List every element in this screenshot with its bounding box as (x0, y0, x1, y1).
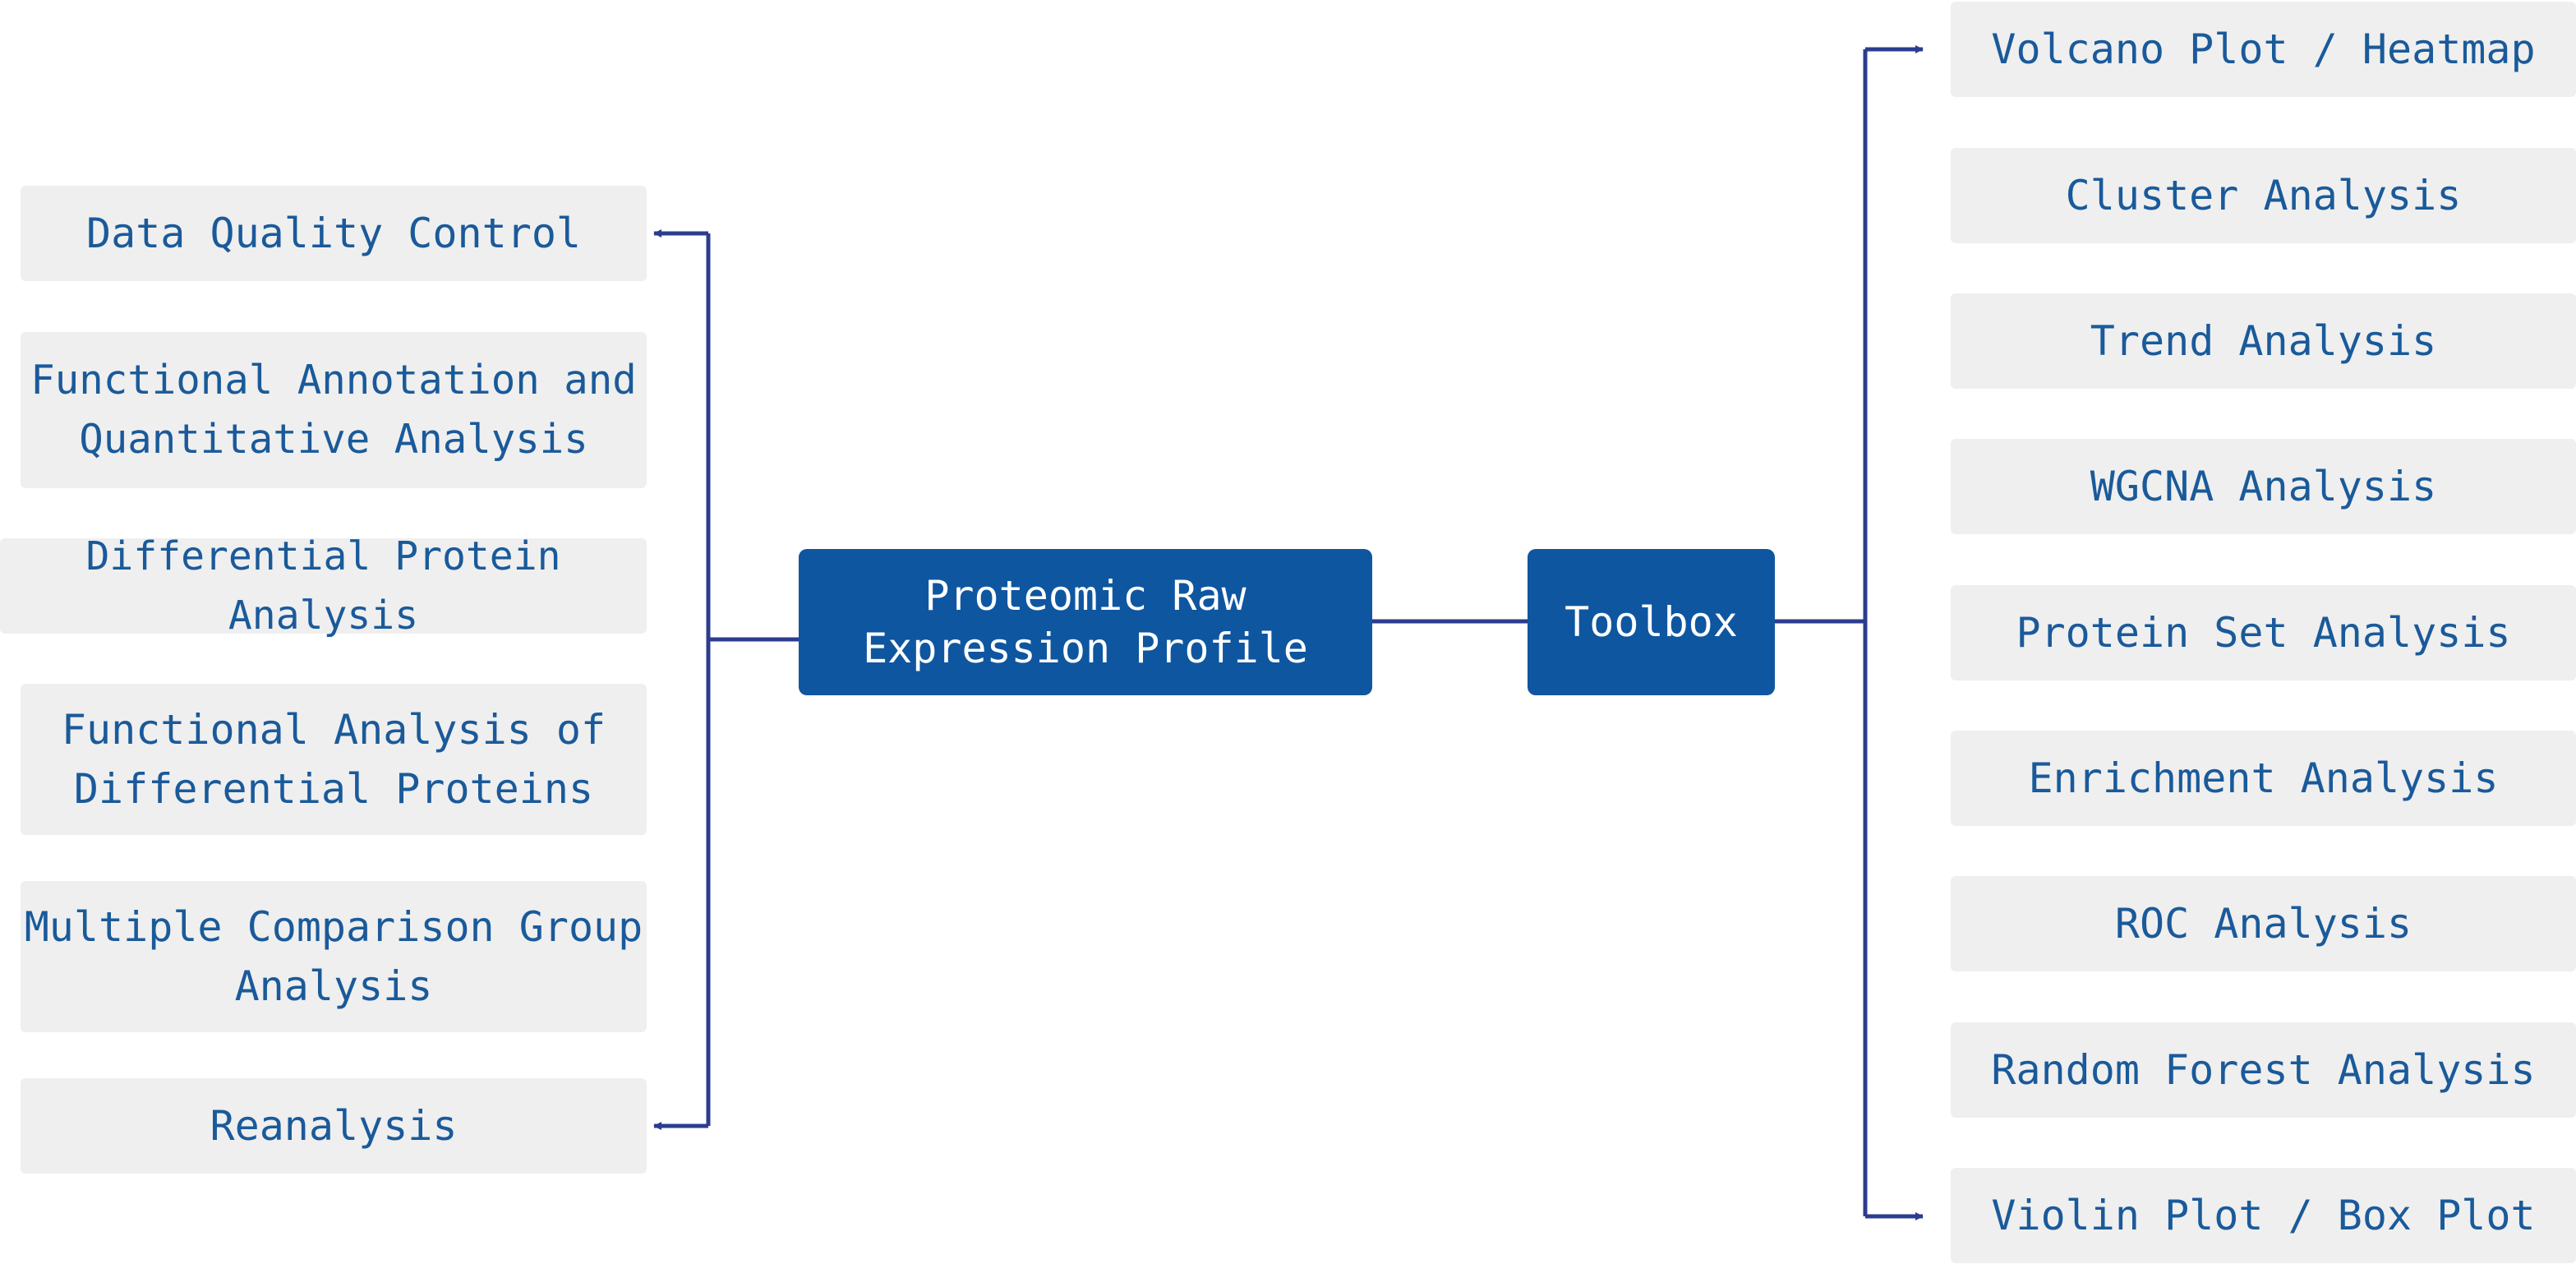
right-item-trend-analysis: Trend Analysis (1951, 293, 2576, 389)
toolbox-node: Toolbox (1528, 549, 1775, 695)
right-item-cluster-analysis: Cluster Analysis (1951, 148, 2576, 243)
left-item-data-quality-control: Data Quality Control (21, 186, 647, 281)
right-item-violin-box-plot: Violin Plot / Box Plot (1951, 1168, 2576, 1263)
right-item-roc-analysis: ROC Analysis (1951, 876, 2576, 971)
left-item-differential-protein-analysis: Differential Protein Analysis (0, 533, 647, 639)
left-item-functional-annotation: Functional Annotation and Quantitative A… (21, 332, 647, 488)
right-item-enrichment-analysis: Enrichment Analysis (1951, 731, 2576, 826)
right-item-random-forest: Random Forest Analysis (1951, 1022, 2576, 1118)
right-item-volcano-heatmap: Volcano Plot / Heatmap (1951, 2, 2576, 97)
right-item-wgcna-analysis: WGCNA Analysis (1951, 439, 2576, 534)
left-item-reanalysis: Reanalysis (21, 1078, 647, 1174)
main-node-raw-expression-profile: Proteomic Raw Expression Profile (799, 549, 1372, 695)
right-item-protein-set-analysis: Protein Set Analysis (1951, 585, 2576, 680)
left-item-functional-analysis-differential: Functional Analysis of Differential Prot… (21, 684, 647, 835)
left-item-multiple-comparison: Multiple Comparison Group Analysis (21, 881, 647, 1032)
